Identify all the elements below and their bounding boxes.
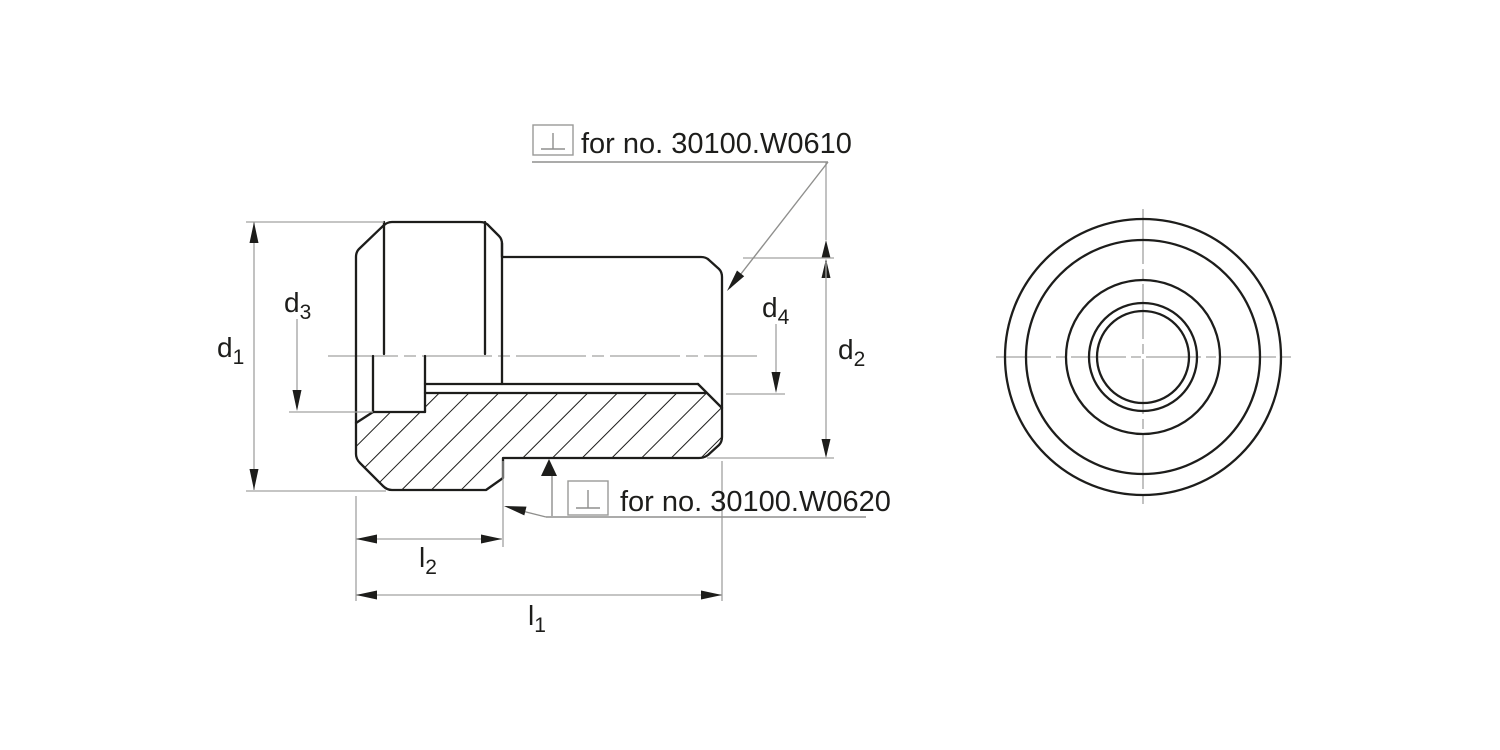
dimension-l2: l2 <box>355 461 504 601</box>
callout-bottom-arrow <box>504 506 527 516</box>
dimension-d2: d2 <box>707 162 865 459</box>
circle-bore <box>1095 309 1191 405</box>
circle-flange-od <box>1003 217 1283 497</box>
d1-arrow-down <box>249 469 259 490</box>
bore-exit-chamfer <box>696 382 724 410</box>
callout-bottom-symbol-box <box>567 480 609 516</box>
l2-arrow-left <box>356 534 377 544</box>
section-hatch <box>356 393 722 490</box>
d4-arrow-down <box>771 372 781 393</box>
perpendicularity-icon <box>541 133 565 150</box>
d3-arrow-down <box>292 390 302 411</box>
callout-w0610: for no. 30100.W0610 <box>532 124 852 291</box>
callout-top-leader <box>729 161 829 289</box>
l2-arrow-right <box>481 534 502 544</box>
circle-counterbore <box>1064 278 1222 436</box>
dimension-d4: d4 <box>726 292 790 395</box>
dim-label-d2: d2 <box>838 334 865 371</box>
dimension-d3: d3 <box>284 287 373 413</box>
callout-bottom-datum-triangle <box>541 459 557 476</box>
dim-label-d1: d1 <box>217 332 244 369</box>
l1-arrow-right <box>701 590 722 600</box>
callout-bottom-text: for no. 30100.W0620 <box>620 486 891 518</box>
section-view <box>328 220 757 492</box>
d2-arrow-down <box>821 439 831 458</box>
callout-top-symbol-box <box>532 124 574 156</box>
part-silhouette <box>354 220 724 492</box>
callout-w0620: for no. 30100.W0620 <box>504 459 891 518</box>
bore-entry-chamfer <box>354 410 375 425</box>
front-view <box>996 209 1291 506</box>
dim-label-d4: d4 <box>762 292 790 329</box>
perpendicularity-icon <box>576 490 600 509</box>
l1-arrow-left <box>356 590 377 600</box>
circle-bore-chamfer <box>1087 301 1199 413</box>
dimension-l1: l1 <box>356 461 723 637</box>
d2-arrow-above-line <box>821 240 831 258</box>
d1-arrow-up <box>249 222 259 243</box>
dim-label-l1: l1 <box>528 600 546 637</box>
dimension-d1: d1 <box>217 221 386 492</box>
callout-top-arrow <box>727 270 745 291</box>
dim-label-d3: d3 <box>284 287 311 324</box>
dim-label-l2: l2 <box>419 542 437 579</box>
circle-body-od <box>1024 238 1262 476</box>
callout-top-text: for no. 30100.W0610 <box>581 128 852 160</box>
